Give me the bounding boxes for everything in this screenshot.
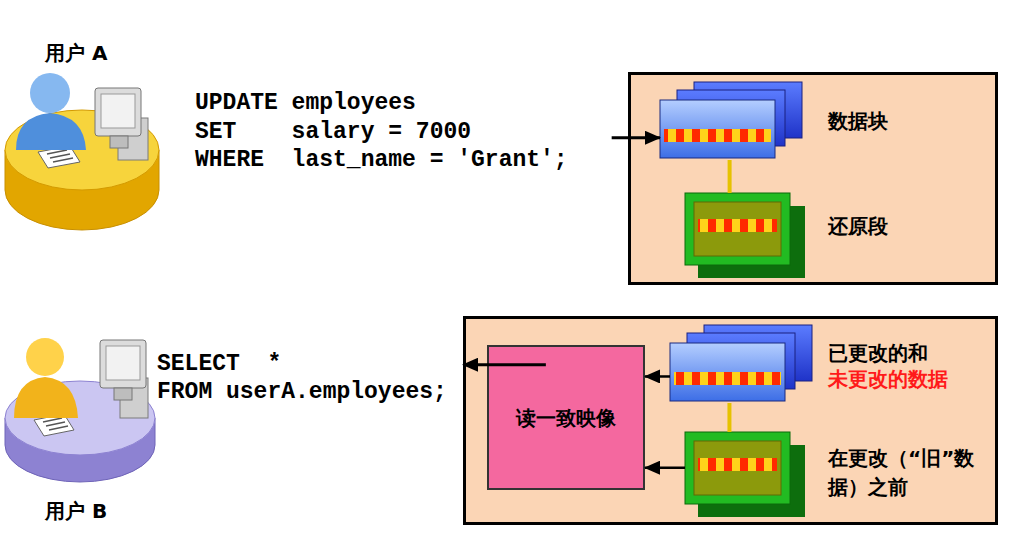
text-holder: 数据块 [828,108,888,134]
text-holder: 未更改的数据 [828,366,948,392]
sql-line: FROM userA.employees; [157,378,447,407]
data-block: 已更改的和未更改的数据 [670,325,815,403]
undo-segment: 在更改（“旧”数据）之前 [685,432,805,517]
read-consistent-image: 读一致映像 [487,345,645,490]
box-label: 读一致映像 [516,405,616,431]
text-holder: 用户 A [45,40,107,66]
block-label: 还原段 [828,213,888,239]
panel: 读一致映像已更改的和未更改的数据在更改（“旧”数据）之前 [463,316,998,525]
undo-segment: 还原段 [685,193,805,278]
block-label: 在更改（“旧”数据）之前 [828,444,978,502]
user-b-figure [5,338,155,482]
block-label: 已更改的和 [828,340,928,366]
user-figure: 用户 A [5,38,165,233]
sql-line: SET salary = 7000 [195,118,568,147]
user-label: 用户 A [45,40,107,66]
text-holder: 已更改的和 [828,340,928,366]
data-block: 数据块 [660,82,805,160]
panel: 数据块还原段 [628,72,998,285]
sql-line: WHERE last_name = 'Grant'; [195,146,568,175]
sql-line: SELECT * [157,350,447,379]
text-holder: 用户 B [45,498,107,524]
sql-line: UPDATE employees [195,89,568,118]
block-label-highlight: 未更改的数据 [828,366,948,392]
user-figure: 用户 B [5,330,165,525]
text-holder: 还原段 [828,213,888,239]
user-a-figure [5,73,159,230]
sql-statement: UPDATE employeesSET salary = 7000WHERE l… [195,89,568,175]
user-label: 用户 B [45,498,107,524]
sql-statement: SELECT *FROM userA.employees; [157,350,447,407]
block-label: 数据块 [828,108,888,134]
text-holder: 在更改（“旧”数据）之前 [828,444,978,502]
